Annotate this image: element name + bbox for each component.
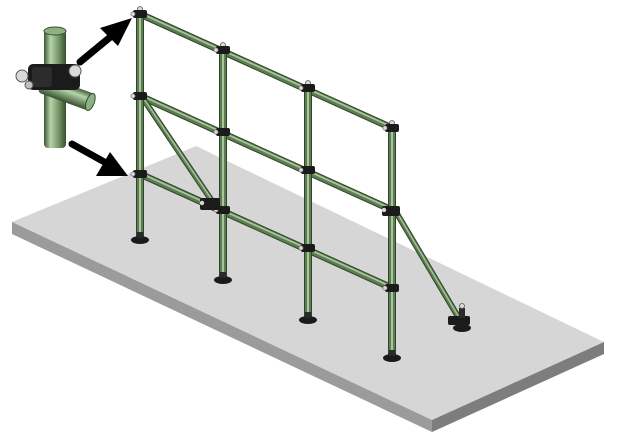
base-jack-1 xyxy=(137,232,143,238)
brace-clamp-left-bolt xyxy=(199,200,205,206)
base-plate-3 xyxy=(299,316,317,324)
diagonal-brace-right-highlight xyxy=(395,210,461,320)
clamp-bolt-3-1 xyxy=(298,85,304,91)
brace-foot-jack xyxy=(459,308,465,318)
brace-foot-bolt xyxy=(459,303,465,309)
detail-clamp-bolt-left xyxy=(15,69,29,83)
clamp-1-1 xyxy=(133,10,147,18)
clamp-bolt-1-3 xyxy=(130,171,136,177)
horizontal-rail-1-highlight xyxy=(139,12,393,128)
clamp-1-2 xyxy=(133,92,147,100)
clamp-bolt-1-1 xyxy=(130,11,136,17)
clamp-bolt-1-2 xyxy=(130,93,136,99)
horizontal-rail-3-highlight xyxy=(139,172,393,288)
detail-clamp-bolt-bottom xyxy=(24,80,34,90)
clamp-bolt-4-1 xyxy=(382,125,388,131)
callout-arrow-top xyxy=(76,18,132,66)
clamp-bolt-2-1 xyxy=(213,47,219,53)
brace-foot-clamp xyxy=(448,316,470,325)
clamp-2-2 xyxy=(216,128,230,136)
clamp-4-1 xyxy=(385,124,399,132)
brace-clamp-right-bolt xyxy=(381,207,387,213)
detail-clamp-face xyxy=(32,67,52,87)
platform-front xyxy=(12,222,432,432)
horizontal-rail-2 xyxy=(137,93,395,213)
detail-clamp-bolt-right xyxy=(68,64,82,78)
brace-clamp-left xyxy=(200,198,220,210)
clamp-bolt-3-3 xyxy=(298,245,304,251)
clamp-1-3 xyxy=(133,170,147,178)
base-jack-4 xyxy=(389,350,395,356)
cross-clamp-detail-icon xyxy=(15,26,96,148)
platform-side xyxy=(432,342,604,432)
base-jack-2 xyxy=(220,272,226,278)
brace-clamp-right xyxy=(382,206,400,216)
clamp-bolt-2-2 xyxy=(213,129,219,135)
clamp-2-1 xyxy=(216,46,230,54)
base-plate-2 xyxy=(214,276,232,284)
scaffold-frame xyxy=(130,6,471,362)
clamp-bolt-4-3 xyxy=(382,285,388,291)
detail-horizontal-tube-end xyxy=(85,92,96,112)
clamp-4-3 xyxy=(385,284,399,292)
callout-arrow-bottom xyxy=(68,140,128,176)
arrow-icon xyxy=(100,18,132,46)
base-jack-3 xyxy=(305,312,311,318)
clamp-bolt-3-2 xyxy=(298,167,304,173)
horizontal-rail-1 xyxy=(137,11,395,131)
horizontal-rail-3 xyxy=(137,171,395,291)
detail-vertical-tube-top xyxy=(43,26,67,36)
horizontal-rail-2-highlight xyxy=(139,94,393,210)
base-plate-1 xyxy=(131,236,149,244)
clamp-3-1 xyxy=(301,84,315,92)
brace-foot-plate xyxy=(453,324,471,332)
clamp-3-2 xyxy=(301,166,315,174)
base-plate-4 xyxy=(383,354,401,362)
clamp-3-3 xyxy=(301,244,315,252)
arrow-icon xyxy=(96,152,128,176)
diagonal-brace-left-highlight xyxy=(143,98,215,204)
